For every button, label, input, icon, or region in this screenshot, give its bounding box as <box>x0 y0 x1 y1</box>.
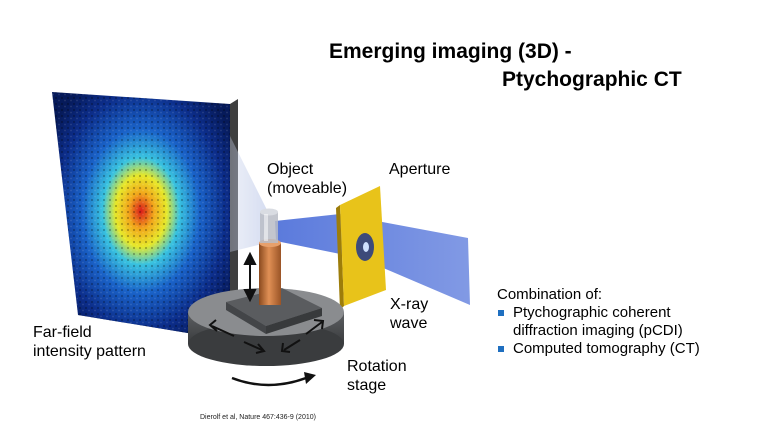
rotation-label-line1: Rotation <box>347 358 407 375</box>
diffraction-cone <box>230 136 268 252</box>
slide-title-line2: Ptychographic CT <box>502 68 682 91</box>
xray-label-line1: X-ray <box>390 296 429 313</box>
bullet-icon <box>498 346 504 352</box>
combination-list: Ptychographic coherent diffraction imagi… <box>497 304 700 358</box>
translation-block-side <box>226 302 266 334</box>
object-cylinder-top <box>260 208 278 216</box>
list-item: Computed tomography (CT) <box>497 340 700 358</box>
rotation-label-line2: stage <box>347 377 387 394</box>
speckle-texture <box>52 92 230 340</box>
slide-title-line1: Emerging imaging (3D) - <box>329 40 572 63</box>
aperture-hole-glint <box>363 242 369 252</box>
rotation-arrow <box>231 372 316 387</box>
item-line1: Ptychographic coherent <box>513 304 671 321</box>
bullet-icon <box>498 310 504 316</box>
far-field-label: Far-field intensity pattern <box>33 323 146 361</box>
aperture-edge <box>336 205 344 310</box>
object-label-line1: Object <box>267 161 314 178</box>
combination-panel: Combination of: Ptychographic coherent d… <box>497 286 700 358</box>
object-label: Object (moveable) <box>267 160 347 198</box>
far-field-label-line1: Far-field <box>33 324 92 341</box>
object-cylinder <box>260 212 278 243</box>
translation-block-front <box>266 308 322 334</box>
xray-label-line2: wave <box>390 315 428 332</box>
object-label-line2: (moveable) <box>267 180 348 197</box>
item-line1: Computed tomography (CT) <box>513 340 700 357</box>
aperture-label: Aperture <box>389 161 451 178</box>
citation: Dierolf et al, Nature 467:436-9 (2010) <box>200 414 316 421</box>
sample-post <box>259 243 281 305</box>
combination-heading: Combination of: <box>497 286 603 303</box>
translation-arrows <box>208 319 325 354</box>
list-item: Ptychographic coherent diffraction imagi… <box>497 304 700 340</box>
rotation-stage-label: Rotation stage <box>347 357 407 395</box>
object-highlight <box>264 214 268 241</box>
xray-label: X-ray wave <box>390 295 428 333</box>
vertical-translation-arrow <box>243 251 257 303</box>
far-field-label-line2: intensity pattern <box>33 343 146 360</box>
item-line2: diffraction imaging (pCDI) <box>513 322 683 339</box>
